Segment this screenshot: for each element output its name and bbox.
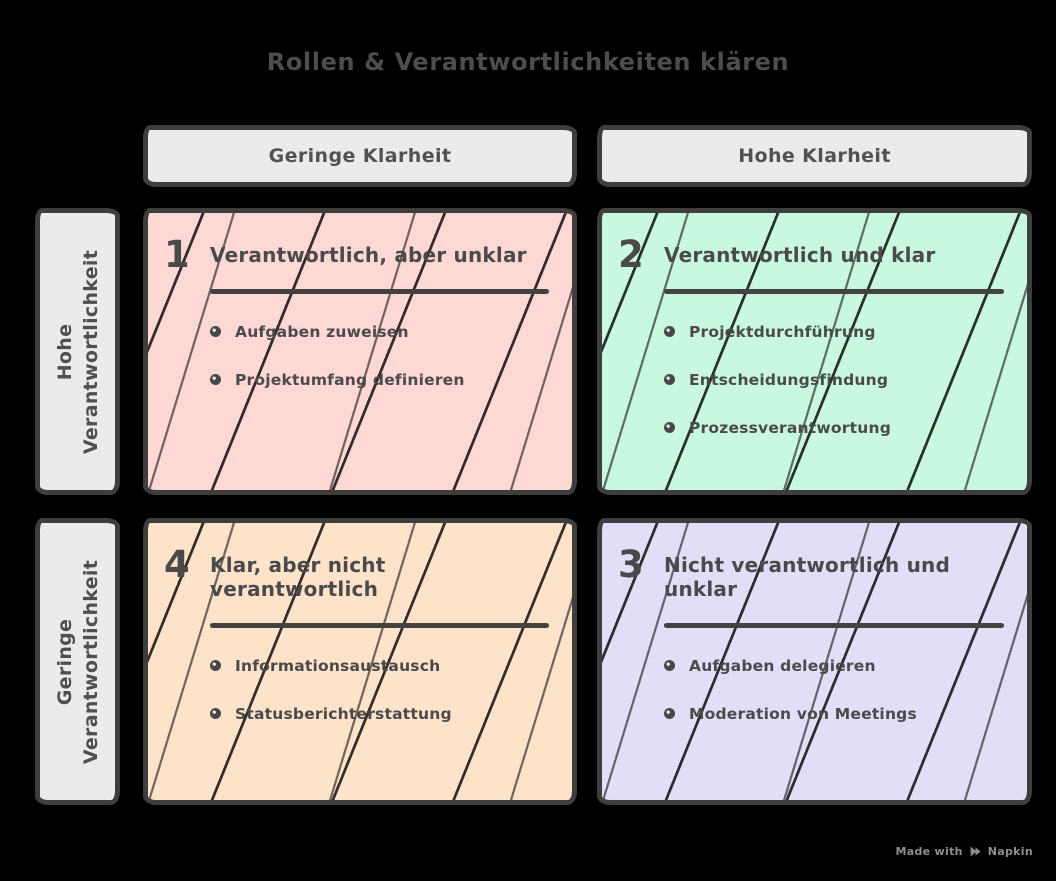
bullet-label: Aufgaben zuweisen <box>235 322 409 341</box>
column-header-label: Hohe Klarheit <box>738 145 891 167</box>
column-header-geringe-klarheit: Geringe Klarheit <box>143 125 577 187</box>
row-label-line: Hohe <box>53 323 76 380</box>
quadrant-divider <box>210 289 549 294</box>
watermark-prefix: Made with <box>895 845 963 858</box>
quadrant-title: Klar, aber nicht verantwortlich <box>210 553 386 601</box>
bullet-label: Projektdurchführung <box>689 322 876 341</box>
bullet-dot-icon <box>210 326 221 337</box>
quadrant-number: 2 <box>618 233 644 276</box>
column-header-label: Geringe Klarheit <box>268 145 452 167</box>
quadrant-divider <box>210 623 549 628</box>
bullet-label: Statusberichterstattung <box>235 704 452 723</box>
page-title: Rollen & Verantwortlichkeiten klären <box>266 48 790 76</box>
bullet-label: Informationsaustausch <box>235 656 441 675</box>
bullet-label: Projektumfang definieren <box>235 370 465 389</box>
bullet-item: Statusberichterstattung <box>210 704 554 724</box>
bullet-dot-icon <box>210 660 221 671</box>
bullet-dot-icon <box>664 422 675 433</box>
quadrant-bullet-list: Informationsaustausch Statusberichtersta… <box>210 656 554 724</box>
bullet-item: Aufgaben delegieren <box>664 656 1009 676</box>
bullet-label: Prozessverantwortung <box>689 418 891 437</box>
bullet-dot-icon <box>664 374 675 385</box>
quadrant-2: 2 Verantwortlich und klar Projektdurchfü… <box>597 208 1032 495</box>
napkin-logo-icon <box>970 846 981 857</box>
column-header-hohe-klarheit: Hohe Klarheit <box>597 125 1032 187</box>
row-label-geringe-verantwortlichkeit: Geringe Verantwortlichkeit <box>35 518 120 805</box>
bullet-item: Prozessverantwortung <box>664 418 1009 438</box>
quadrant-divider <box>664 289 1004 294</box>
bullet-label: Moderation von Meetings <box>689 704 917 723</box>
quadrant-4: 4 Klar, aber nicht verantwortlich Inform… <box>143 518 577 805</box>
quadrant-3: 3 Nicht verantwortlich und unklar Aufgab… <box>597 518 1032 805</box>
row-label-text: Geringe Verantwortlichkeit <box>52 522 104 802</box>
bullet-dot-icon <box>664 708 675 719</box>
quadrant-divider <box>664 623 1004 628</box>
bullet-item: Projektumfang definieren <box>210 370 554 390</box>
row-label-line: Verantwortlichkeit <box>79 559 102 764</box>
quadrant-bullet-list: Aufgaben zuweisen Projektumfang definier… <box>210 322 554 390</box>
quadrant-number: 4 <box>164 543 190 586</box>
quadrant-title: Verantwortlich und klar <box>664 243 936 267</box>
quadrant-bullet-list: Projektdurchführung Entscheidungsfindung… <box>664 322 1009 438</box>
quadrant-title: Nicht verantwortlich und unklar <box>664 553 950 601</box>
bullet-dot-icon <box>210 374 221 385</box>
bullet-item: Aufgaben zuweisen <box>210 322 554 342</box>
row-label-line: Geringe <box>53 618 76 705</box>
bullet-dot-icon <box>664 660 675 671</box>
watermark-brand: Napkin <box>987 845 1033 858</box>
bullet-label: Aufgaben delegieren <box>689 656 876 675</box>
bullet-label: Entscheidungsfindung <box>689 370 889 389</box>
bullet-item: Moderation von Meetings <box>664 704 1009 724</box>
row-label-hohe-verantwortlichkeit: Hohe Verantwortlichkeit <box>35 208 120 495</box>
quadrant-number: 3 <box>618 543 644 586</box>
bullet-dot-icon <box>210 708 221 719</box>
bullet-item: Entscheidungsfindung <box>664 370 1009 390</box>
bullet-dot-icon <box>664 326 675 337</box>
bullet-item: Projektdurchführung <box>664 322 1009 342</box>
quadrant-1: 1 Verantwortlich, aber unklar Aufgaben z… <box>143 208 577 495</box>
quadrant-title: Verantwortlich, aber unklar <box>210 243 527 267</box>
quadrant-bullet-list: Aufgaben delegieren Moderation von Meeti… <box>664 656 1009 724</box>
made-with-napkin-watermark: Made with Napkin <box>896 845 1034 858</box>
quadrant-number: 1 <box>164 233 190 276</box>
row-label-line: Verantwortlichkeit <box>79 249 102 454</box>
row-label-text: Hohe Verantwortlichkeit <box>52 212 104 492</box>
bullet-item: Informationsaustausch <box>210 656 554 676</box>
